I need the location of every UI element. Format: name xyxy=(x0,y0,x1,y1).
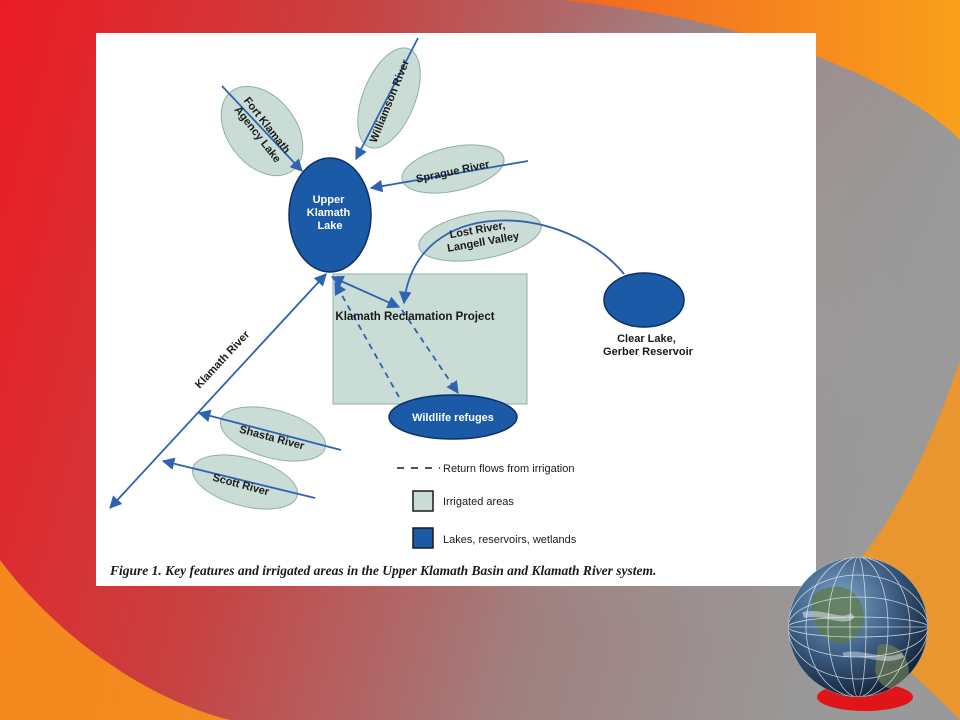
klamath-basin-diagram: Upper Klamath Lake Fort Klamath Agency L… xyxy=(109,37,694,549)
upper-klamath-lake xyxy=(288,157,372,273)
arrow-clear-lake-project xyxy=(398,219,625,305)
figure-panel: Upper Klamath Lake Fort Klamath Agency L… xyxy=(96,33,816,586)
return-flow-to-refuges xyxy=(401,309,459,395)
label-klamath-project: Klamath Reclamation Project xyxy=(335,311,494,323)
legend-lakes-swatch xyxy=(412,527,434,549)
label-klamath-river: Klamath River xyxy=(193,328,253,391)
clear-lake-gerber xyxy=(603,272,685,328)
irrigated-area-williamson xyxy=(357,47,421,149)
legend-lakes: Lakes, reservoirs, wetlands xyxy=(443,534,577,546)
arrow-sprague xyxy=(369,160,529,193)
arrow-fort-klamath xyxy=(221,85,303,172)
label-upper-klamath-lake: Upper Klamath Lake xyxy=(307,194,353,232)
irrigated-area-klamath-project xyxy=(332,273,528,405)
legend-irrigated-swatch xyxy=(412,490,434,512)
arrow-scott xyxy=(161,457,316,499)
wildlife-refuges xyxy=(388,394,518,440)
legend-return-flows: Return flows from irrigation xyxy=(443,463,574,475)
label-wildlife-refuges: Wildlife refuges xyxy=(412,412,494,424)
irrigated-area-sprague xyxy=(401,144,505,194)
irrigated-area-lost-river xyxy=(418,210,542,262)
legend: Return flows from irrigation Irrigated a… xyxy=(397,463,577,549)
arrow-shasta xyxy=(197,409,342,451)
label-clear-lake: Clear Lake, Gerber Reservoir xyxy=(603,333,694,358)
legend-irrigated: Irrigated areas xyxy=(443,496,514,508)
klamath-river-line xyxy=(109,273,327,509)
globe-icon xyxy=(788,557,928,711)
figure-caption: Figure 1. Key features and irrigated are… xyxy=(110,563,657,578)
arrow-williamson xyxy=(355,37,419,161)
